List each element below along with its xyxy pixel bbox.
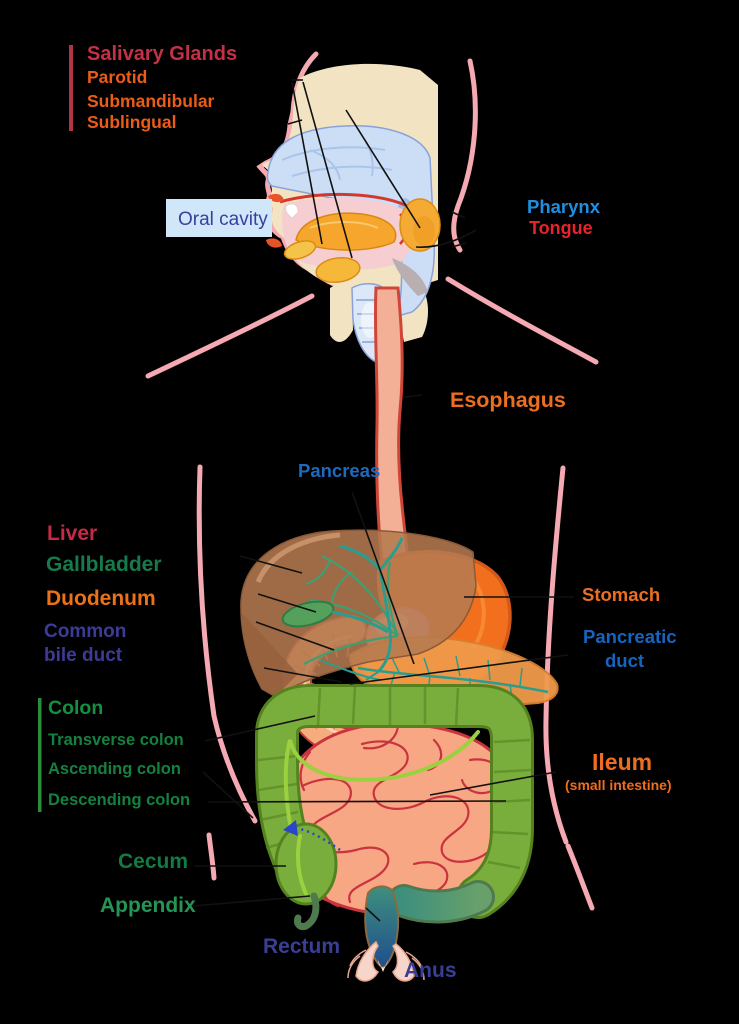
common-bile-duct-leader xyxy=(263,667,343,683)
liver-lower-lobe xyxy=(241,612,298,696)
label-duodenum: Duodenum xyxy=(46,587,156,610)
label-liver: Liver xyxy=(47,522,97,545)
lower-lip xyxy=(266,238,282,248)
gallbladder-organ xyxy=(281,537,404,693)
hard-palate-line xyxy=(279,192,415,212)
label-appendix: Appendix xyxy=(100,894,196,917)
epiglottis xyxy=(392,258,428,296)
left-shoulder-contour xyxy=(145,293,315,379)
ileocecal-flow-arrow xyxy=(283,820,341,852)
right-torso-contour xyxy=(543,465,569,845)
label-ascending-colon: Ascending colon xyxy=(48,760,181,778)
text-labels: Salivary Glands Parotid Submandibular Su… xyxy=(44,43,677,982)
rectum-organ xyxy=(347,885,425,982)
left-leg-contour xyxy=(206,832,217,881)
palate-fold-lines xyxy=(281,139,393,181)
upper-teeth xyxy=(285,203,299,219)
anus-hand-left xyxy=(355,940,380,982)
tongue-highlight xyxy=(309,221,379,229)
parotid-gland-shade xyxy=(413,216,435,246)
head-tick-1 xyxy=(451,211,466,219)
oral-cavity-label-box xyxy=(166,199,272,237)
head-right-contour xyxy=(451,58,478,253)
label-oral-cavity: Oral cavity xyxy=(178,209,268,230)
gallbladder-shape xyxy=(281,600,335,628)
flow-arrow-path xyxy=(299,827,341,852)
cecum-vessel xyxy=(296,834,308,896)
neck-skin-left xyxy=(330,283,353,342)
transverse-colon-leader xyxy=(204,715,316,742)
label-tongue: Tongue xyxy=(529,218,593,238)
colon-haustra-lines xyxy=(257,685,532,870)
bile-ducts xyxy=(331,537,404,674)
anus-finger-lines xyxy=(347,949,425,981)
label-common-bile-duct-1: Common xyxy=(44,621,126,642)
descending-colon-leader xyxy=(207,800,507,803)
sublingual-gland xyxy=(283,240,317,260)
ascending-colon-leader xyxy=(202,771,254,819)
liver-leader xyxy=(239,555,303,574)
label-transverse-colon: Transverse colon xyxy=(48,731,184,749)
hepatic-veins xyxy=(303,555,400,665)
submandibular-leader xyxy=(302,81,353,259)
leader-lines xyxy=(192,79,574,922)
label-submandibular: Submandibular xyxy=(87,91,215,111)
right-shoulder-contour xyxy=(445,276,599,365)
label-pancreas: Pancreas xyxy=(298,460,380,481)
sigmoid-colon xyxy=(390,883,492,921)
colon-frame xyxy=(258,687,531,916)
appendix-leader xyxy=(192,895,311,907)
pancreatic-duct-leader xyxy=(349,654,569,685)
nose-tick xyxy=(287,119,303,125)
label-anus: Anus xyxy=(404,959,457,982)
parotid-leader xyxy=(345,109,421,229)
rectum-tick xyxy=(365,907,381,922)
label-common-bile-duct-2: bile duct xyxy=(44,645,123,666)
left-torso-contour xyxy=(196,464,258,824)
label-cecum: Cecum xyxy=(118,850,188,873)
label-sublingual: Sublingual xyxy=(87,112,176,132)
salivary-glands-bracket xyxy=(69,45,73,131)
gallbladder-leader xyxy=(257,593,317,613)
head-section xyxy=(262,63,441,363)
submandibular-gland xyxy=(315,256,361,284)
pancreas-leader xyxy=(351,491,415,665)
label-pharynx: Pharynx xyxy=(527,196,601,217)
label-gallbladder: Gallbladder xyxy=(46,553,162,576)
label-ileum: Ileum xyxy=(592,749,652,775)
cecum-shape xyxy=(274,822,338,906)
label-pancreatic-duct-1: Pancreatic xyxy=(583,626,677,647)
colon-bracket xyxy=(38,698,42,812)
pharynx-leader xyxy=(415,229,477,248)
label-pancreatic-duct-2: duct xyxy=(605,650,644,671)
label-stomach: Stomach xyxy=(582,584,660,605)
anus-tip xyxy=(378,960,388,972)
label-rectum: Rectum xyxy=(263,935,340,958)
appendix-shape xyxy=(294,892,320,930)
colon-organ xyxy=(255,684,534,930)
label-esophagus: Esophagus xyxy=(450,388,566,412)
colic-vessel xyxy=(283,730,480,854)
anus-hand-right xyxy=(391,943,415,982)
ileum-leader xyxy=(429,771,557,796)
label-salivary-glands: Salivary Glands xyxy=(87,43,237,65)
pancreatic-duct-vessel xyxy=(357,666,549,694)
head-tick-2 xyxy=(451,242,467,248)
label-ileum-sub: (small intestine) xyxy=(565,777,672,793)
label-descending-colon: Descending colon xyxy=(48,791,190,809)
liver-top-highlight xyxy=(255,532,341,584)
duodenum-leader xyxy=(255,621,335,651)
sublingual-leader xyxy=(291,81,323,245)
label-colon: Colon xyxy=(48,697,103,719)
right-leg-contour xyxy=(565,843,595,911)
esophagus-tick xyxy=(404,394,423,398)
flow-arrowhead xyxy=(283,820,298,836)
label-parotid: Parotid xyxy=(87,67,147,87)
